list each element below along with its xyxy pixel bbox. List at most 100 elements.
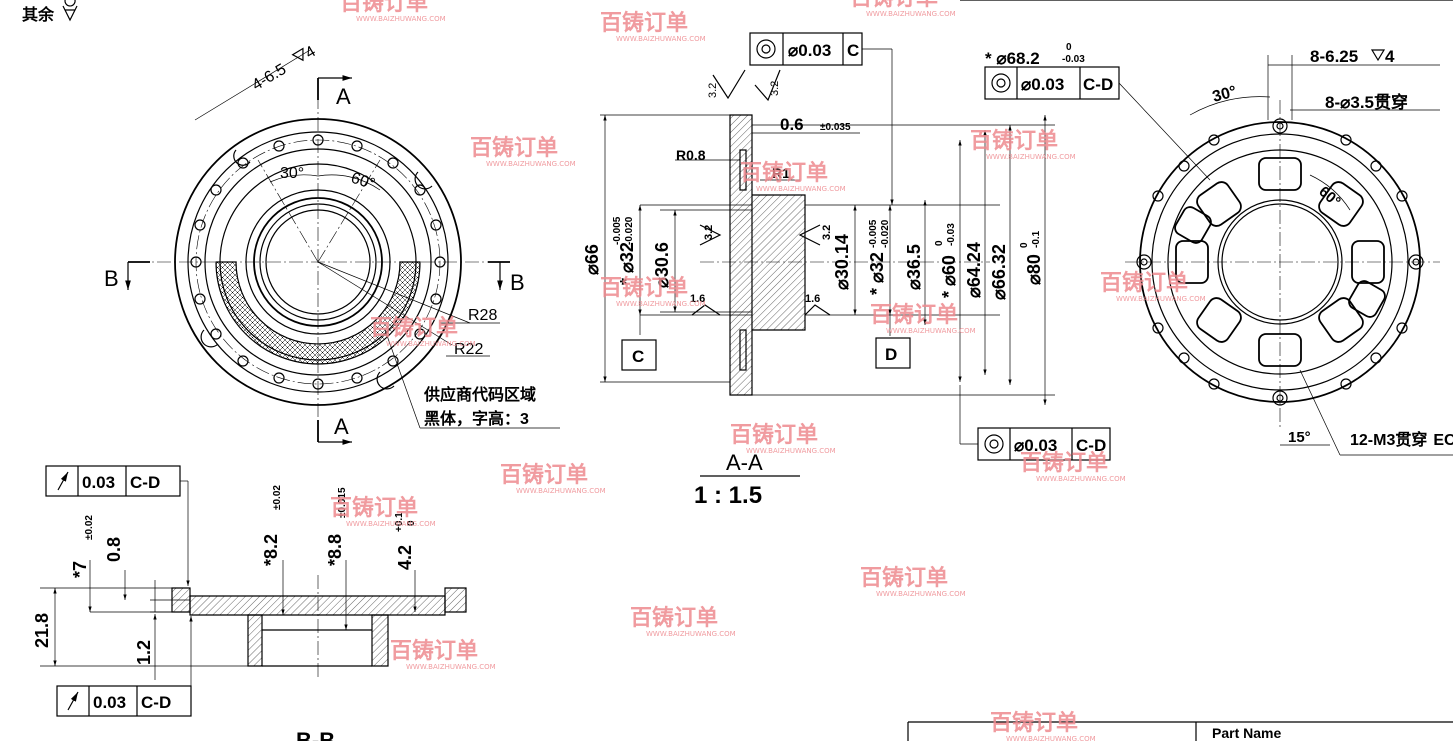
watermark-brand: 百铸订单 <box>470 135 558 161</box>
fcf-top-c: ⌀0.03 C <box>749 32 894 205</box>
svg-text:-0.020: -0.020 <box>880 219 891 248</box>
flange-notches <box>200 149 433 390</box>
svg-text:0.03: 0.03 <box>82 473 115 492</box>
hole-callout-depth: 4 <box>302 43 318 62</box>
dim-dia-30-6: ⌀30.6 <box>652 242 672 288</box>
section-aa-title: A-A <box>726 450 763 475</box>
depth-icon <box>291 47 304 62</box>
watermark-brand: 百铸订单 <box>1100 270 1188 296</box>
depth-icon <box>1370 49 1386 62</box>
svg-text:-0.005: -0.005 <box>868 219 879 248</box>
watermark-url: WWW.BAIZHUWANG.COM <box>516 487 606 495</box>
radius-r08: R0.8 <box>676 147 706 163</box>
watermark-brand: 百铸订单 <box>870 302 958 328</box>
svg-text:0: 0 <box>406 520 417 526</box>
flange-holes <box>190 134 446 390</box>
watermark-brand: 百铸订单 <box>860 565 948 591</box>
runout-icon <box>67 691 79 711</box>
watermark-url: WWW.BAIZHUWANG.COM <box>346 520 436 528</box>
radius-r28: R28 <box>468 307 497 324</box>
section-label-b-left: B <box>104 266 119 291</box>
rear-holes <box>1136 118 1424 406</box>
dim-4-2: 4.2 <box>395 545 415 570</box>
fcf-right: ⌀0.03 C-D <box>984 66 1120 100</box>
svg-text:0: 0 <box>934 240 945 246</box>
watermark-brand: 百铸订单 <box>970 128 1058 154</box>
watermark-brand: 百铸订单 <box>600 10 688 36</box>
svg-text:+0.1: +0.1 <box>394 512 405 532</box>
datum-d: D <box>885 345 897 364</box>
angle-60: 60° <box>349 170 377 194</box>
roughness-top: 3.2 3.2 <box>707 69 781 102</box>
fcf-bb-top: 0.03 C-D <box>45 465 181 497</box>
watermark-url: WWW.BAIZHUWANG.COM <box>1036 475 1126 483</box>
datum-c: C <box>632 347 644 366</box>
svg-text:-0.03: -0.03 <box>946 223 957 246</box>
dim-dia-64-24: ⌀64.24 <box>964 242 984 298</box>
dim-dia-30-14: ⌀30.14 <box>832 234 852 290</box>
svg-text:⌀0.03: ⌀0.03 <box>1014 436 1057 455</box>
dim-thickness: 0.6 <box>780 115 804 134</box>
watermark-url: WWW.BAIZHUWANG.COM <box>876 590 966 598</box>
front-view: A A B B 4-6.5 4 30° 60° R28 R22 供应商代码区域 <box>104 43 560 445</box>
watermark-url: WWW.BAIZHUWANG.COM <box>486 160 576 168</box>
concentricity-icon <box>996 78 1006 88</box>
dim-21-8: 21.8 <box>32 613 52 648</box>
watermark-brand: 百铸订单 <box>340 0 428 16</box>
section-label-b-right: B <box>510 270 525 295</box>
rear-pockets <box>1174 157 1386 367</box>
watermark-brand: 百铸订单 <box>990 710 1078 736</box>
section-bb-title: B-B <box>296 728 335 741</box>
dim-8-2: *8.2 <box>261 534 281 566</box>
concentricity-icon <box>761 44 771 54</box>
fcf-top-datum-aa: C <box>847 41 859 60</box>
general-roughness-note: 其余 <box>22 0 78 24</box>
svg-text:C-D: C-D <box>1076 436 1106 455</box>
crescent-pad <box>215 261 421 365</box>
concentricity-icon <box>989 439 999 449</box>
watermark-url: WWW.BAIZHUWANG.COM <box>986 153 1076 161</box>
dim-dia-32-left: * ⌀32 <box>617 242 637 285</box>
svg-text:3.2: 3.2 <box>769 81 781 96</box>
holes-1-spec: 8-6.25 <box>1310 47 1358 66</box>
watermark-brand: 百铸订单 <box>600 275 688 301</box>
section-aa-scale: 1 : 1.5 <box>694 482 762 509</box>
watermark-brand: 百铸订单 <box>390 638 478 664</box>
fcf-bb-bottom: 0.03 C-D <box>56 685 192 717</box>
svg-text:1.6: 1.6 <box>690 293 705 305</box>
svg-text:3.2: 3.2 <box>707 83 719 98</box>
rear-view: * ⌀68.2 0 -0.03 ⌀0.03 C-D <box>984 42 1453 456</box>
svg-text:3.2: 3.2 <box>821 225 833 240</box>
runout-icon <box>57 471 69 491</box>
svg-text:0.03: 0.03 <box>93 693 126 712</box>
watermark-brand: 百铸订单 <box>370 315 458 341</box>
dim-7: *7 <box>70 561 90 578</box>
dim-dia-68-2: * ⌀68.2 <box>985 49 1040 68</box>
watermark-brand: 百铸订单 <box>740 160 828 186</box>
general-note-label: 其余 <box>22 5 55 24</box>
supplier-note-line1: 供应商代码区域 <box>423 385 536 404</box>
watermark-url: WWW.BAIZHUWANG.COM <box>356 15 446 23</box>
watermark-url: WWW.BAIZHUWANG.COM <box>866 10 956 18</box>
svg-text:1.6: 1.6 <box>805 293 820 305</box>
dim-dia-36-5: ⌀36.5 <box>904 244 924 290</box>
watermark-url: WWW.BAIZHUWANG.COM <box>1116 295 1206 303</box>
watermark-brand: 百铸订单 <box>330 495 418 521</box>
svg-text:±0.015: ±0.015 <box>337 487 348 518</box>
title-block: Part Name <box>907 0 1453 741</box>
watermark-brand: 百铸订单 <box>1020 450 1108 476</box>
roughness-symbol-icon <box>62 0 78 22</box>
svg-text:-0.020: -0.020 <box>624 216 635 245</box>
hole-callout-spec: 4-6.5 <box>249 61 289 94</box>
svg-text:C-D: C-D <box>130 473 160 492</box>
dim-dia-60: * ⌀60 <box>939 255 959 298</box>
section-aa: ⌀0.03 C 3.2 3.2 ⌀66 * ⌀32 - <box>582 32 1111 509</box>
dim-dia-80: ⌀80 <box>1024 254 1044 285</box>
section-label-a-top: A <box>336 84 351 109</box>
part-name-label: Part Name <box>1212 725 1281 741</box>
watermark-url: WWW.BAIZHUWANG.COM <box>616 35 706 43</box>
radius-r22: R22 <box>454 341 483 358</box>
